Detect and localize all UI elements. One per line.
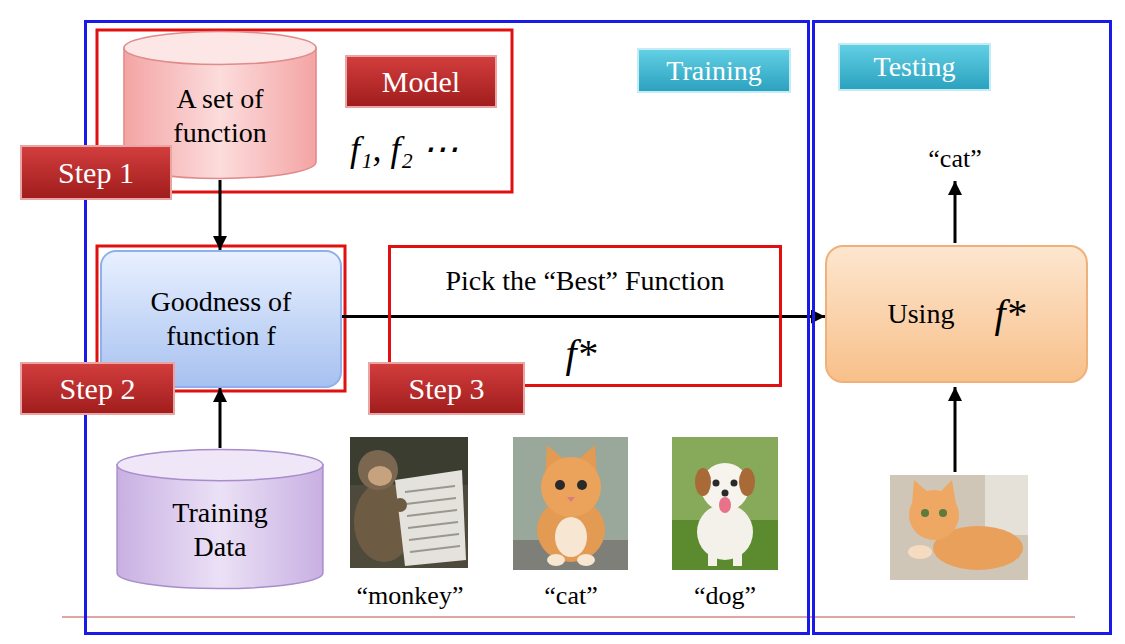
kitten-nose [567,497,575,502]
photo-ground [513,437,628,570]
photo-ground [350,437,468,568]
model-label: Model [382,64,460,100]
region-title: Training [637,48,791,93]
puppy-leg [708,552,717,566]
monkey-face [368,466,392,486]
flow-arrow [219,388,222,448]
kitten-head [541,457,601,517]
step-tag: Step 3 [368,362,525,415]
test-cat-photo [890,475,1028,580]
flow-arrow [342,315,825,318]
function-set-label: A set of function [140,82,300,149]
monkey-hand [393,498,407,512]
best-function-symbol: f* [551,330,611,378]
photo-ground [672,437,778,570]
photo-ground [890,475,1028,580]
class-label: “cat” [496,580,646,611]
kitten-eye [577,480,587,490]
puppy-ear [739,468,755,496]
training-region: Training A set of function ModelGoodness o… [84,20,810,635]
best-function-symbol: f* [994,290,1025,338]
kitten-photo [513,437,628,570]
monkey-photo [350,437,468,568]
footer-rule [62,617,1075,618]
function-list: f₁, f₂ ⋯ [350,128,530,171]
prediction-label: “cat” [880,143,1030,174]
training-data-label: Training Data [150,496,290,563]
puppy-eye [713,480,720,487]
cat-eye [921,509,929,517]
class-label: “dog” [650,580,800,611]
output-arrow [954,181,957,243]
kitten-paw [547,554,565,566]
puppy-photo [672,437,778,570]
puppy-tongue [719,497,731,513]
step-label: Step 2 [60,371,136,407]
region-title: Testing [838,43,991,91]
using-label: Using [887,297,954,331]
step-label: Step 3 [409,371,485,407]
monkey-head [358,450,398,490]
newspaper [395,470,466,566]
puppy-ear [695,468,711,496]
class-label: “monkey” [335,580,485,611]
flow-arrow [219,180,222,250]
model-tag: Model [345,55,497,108]
photo-window [985,475,1028,535]
cat-eye [939,509,947,517]
training-data-cylinder: Training Data [115,448,325,590]
cat-paw [908,545,932,559]
kitten-chest [555,517,587,557]
cat-head [909,490,959,540]
using-box: Using f* [825,245,1088,383]
kitten-eye [555,480,565,490]
puppy-nose [722,490,729,497]
step-tag: Step 2 [20,362,175,415]
puppy-eye [731,480,738,487]
testing-region: TestingUsing f* [812,20,1112,635]
step-label: Step 1 [58,155,134,191]
input-arrow [954,387,957,472]
step-tag: Step 1 [20,145,172,200]
newspaper-lines [405,486,460,552]
pick-label: Pick the “Best” Function [391,264,779,298]
kitten-paw [577,554,595,566]
goodness-label: Goodness of function f [121,285,321,352]
puppy-leg [733,552,742,566]
